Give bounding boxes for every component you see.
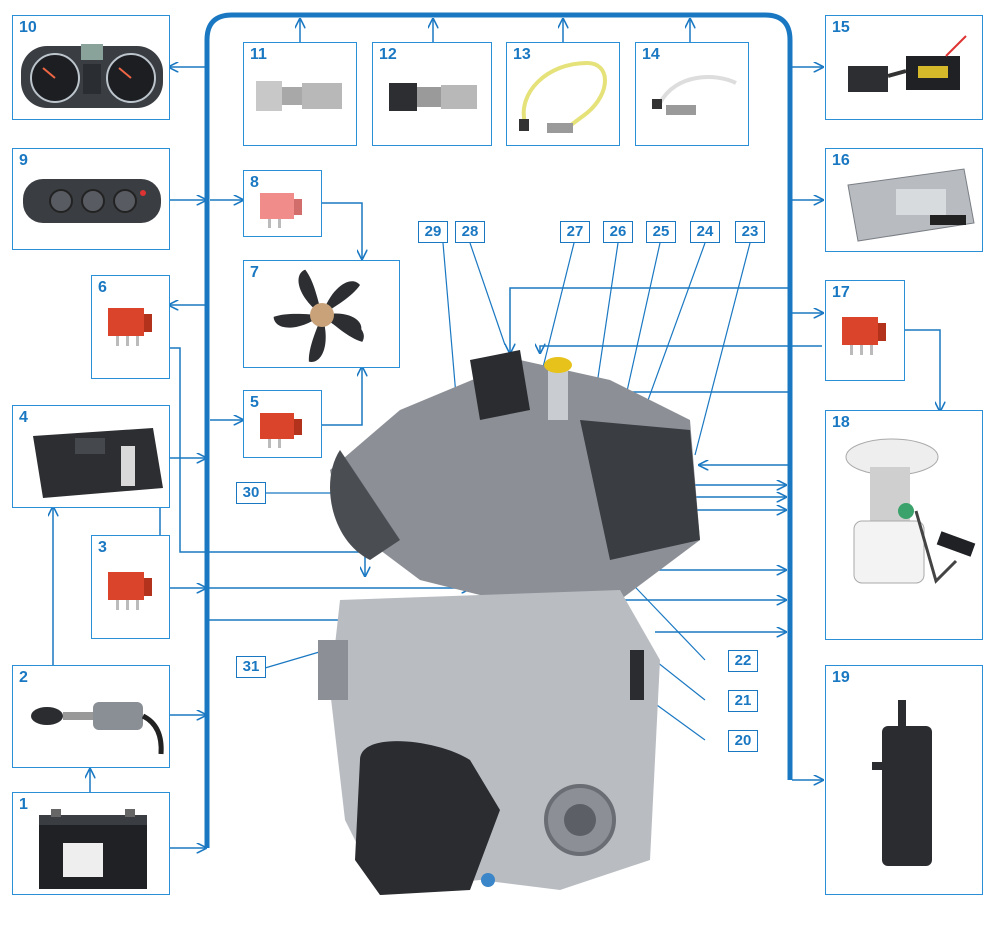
component-label: 14 [642,46,660,63]
component-label: 12 [379,46,397,63]
component-5: 5 [243,390,322,458]
callout-21: 21 [728,690,758,712]
callout-27: 27 [560,221,590,243]
component-6: 6 [91,275,170,379]
fuel-pump-module-icon [845,438,976,584]
oxygen-sensor-icon [519,60,607,133]
component-label: 16 [832,152,850,169]
component-label: 10 [19,19,37,36]
callout-26: 26 [603,221,633,243]
relay-icon [842,317,886,355]
callout-22: 22 [728,650,758,672]
component-15: 15 [825,15,983,120]
pressure-sensor-icon [256,81,342,111]
component-8: 8 [243,170,322,237]
component-label: 19 [832,669,850,686]
component-label: 7 [250,264,259,281]
control-unit-icon [33,428,163,498]
component-label: 17 [832,284,850,301]
component-label: 18 [832,414,850,431]
callout-25: 25 [646,221,676,243]
relay-icon [108,308,152,346]
component-label: 9 [19,152,28,169]
main-bus-line [204,12,793,848]
component-label: 6 [98,279,107,296]
callout-23: 23 [735,221,765,243]
cooling-fan-icon [273,269,364,362]
component-12: 12 [372,42,492,146]
callout-24: 24 [690,221,720,243]
heater-control-panel-icon [23,179,161,223]
component-17: 17 [825,280,905,381]
callout-28: 28 [455,221,485,243]
component-label: 15 [832,19,850,36]
battery-icon [39,809,147,889]
component-16: 16 [825,148,983,252]
component-4: 4 [12,405,170,508]
instrument-cluster-icon [21,44,163,108]
callout-20: 20 [728,730,758,752]
engine-ecu-icon [847,168,975,242]
relay-icon [260,193,302,228]
pressure-sensor-icon [389,83,477,111]
component-13: 13 [506,42,620,146]
component-19: 19 [825,665,983,895]
component-3: 3 [91,535,170,639]
component-2: 2 [12,665,170,768]
component-11: 11 [243,42,357,146]
component-label: 11 [250,46,267,63]
callout-31: 31 [236,656,266,678]
component-9: 9 [12,148,170,250]
relay-icon [260,413,302,448]
component-18: 18 [825,410,983,640]
diagnostic-connector-icon [848,35,967,92]
component-label: 5 [250,394,259,411]
component-label: 1 [19,796,28,813]
canister-icon [872,700,932,866]
callout-29: 29 [418,221,448,243]
component-label: 3 [98,539,107,556]
component-label: 2 [19,669,28,686]
component-label: 8 [250,174,259,191]
component-10: 10 [12,15,170,120]
component-label: 13 [513,46,531,63]
component-14: 14 [635,42,749,146]
component-1: 1 [12,792,170,895]
oxygen-sensor-icon [652,75,737,115]
component-7: 7 [243,260,400,368]
callout-30: 30 [236,482,266,504]
component-label: 4 [19,409,28,426]
ignition-switch-icon [31,702,164,755]
relay-icon [108,572,152,610]
